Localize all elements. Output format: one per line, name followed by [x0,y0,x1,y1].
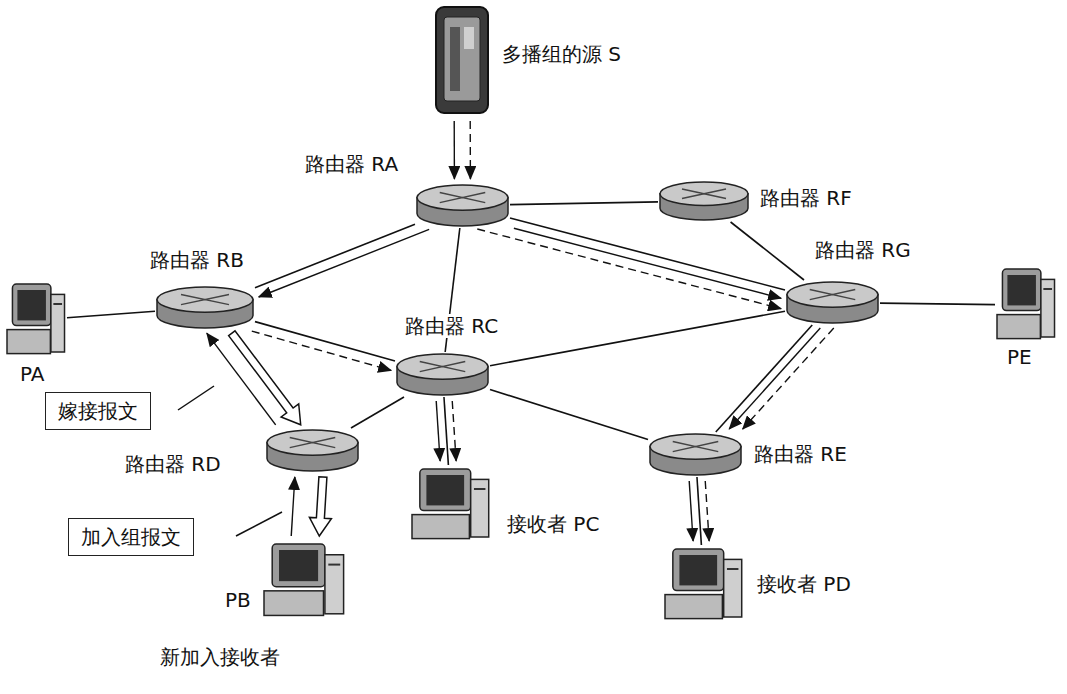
callout-box: 嫁接报文 [45,392,151,430]
router-node: 路由器 RC [395,352,490,397]
flow-arrow [207,333,276,425]
flow-arrow [729,328,820,429]
flow-arrow [514,228,781,298]
server-node: 多播组的源 S [432,5,492,117]
link-line [731,222,804,280]
pc-icon [5,280,67,360]
router-node: 路由器 RB [155,285,255,330]
link-line [444,397,448,465]
router-node: 路由器 RF [658,180,750,222]
router-node: 路由器 RA [415,183,510,228]
leader-line [178,386,214,410]
pc-node: PB新加入接收者 [262,540,347,622]
node-label: 新加入接收者 [158,645,282,669]
link-line [510,202,658,205]
callout-text: 嫁接报文 [58,399,138,423]
flow-arrow [252,331,391,370]
router-node: 路由器 RD [265,428,360,473]
flow-arrow [436,401,440,461]
flow-arrow [470,121,471,179]
router-icon [415,183,510,228]
pc-icon [663,545,745,625]
node-label: PB [223,588,253,612]
link-line [67,311,155,318]
pc-icon [262,540,347,622]
router-icon [658,180,750,222]
node-label: 路由器 RD [123,452,223,476]
node-label: 接收者 PC [505,512,601,536]
flow-arrow [259,229,429,297]
leader-line [236,512,282,536]
router-icon [155,285,255,330]
link-line [490,311,785,365]
pc-node: 接收者 PD [663,545,745,625]
node-label: 接收者 PD [755,572,853,596]
node-label: 路由器 RA [303,152,400,176]
router-node: 路由器 RE [648,432,743,477]
flow-arrow [477,229,781,309]
flow-arrow [454,121,455,179]
router-icon [265,428,360,473]
node-label: PA [18,362,46,386]
link-line [510,218,785,290]
pc-node: 接收者 PC [410,465,492,545]
link-line [880,303,995,304]
link-line [716,325,812,432]
node-label: 路由器 RG [813,238,913,262]
node-label: PE [1005,345,1034,369]
router-icon [395,352,490,397]
node-label: 路由器 RF [758,186,854,210]
flow-arrow [689,481,693,541]
router-icon [785,280,880,325]
link-line [255,322,395,361]
server-icon [432,5,492,117]
flow-arrow [291,477,295,536]
pc-icon [410,465,492,545]
flow-arrow [705,481,709,541]
link-line [255,224,415,287]
callout-box: 加入组报文 [68,518,194,556]
node-label: 路由器 RE [752,442,849,466]
link-line [697,477,701,545]
router-node: 路由器 RG [785,280,880,325]
flow-arrow [452,401,456,461]
link-line [490,390,648,440]
pc-node: PE [995,265,1057,345]
node-label: 路由器 RB [148,248,246,272]
node-label: 多播组的源 S [500,42,623,66]
pc-icon [995,265,1057,345]
flow-arrow [309,477,331,536]
router-icon [648,432,743,477]
node-label: 路由器 RC [403,314,500,338]
pc-node: PA [5,280,67,360]
callout-text: 加入组报文 [81,525,181,549]
link-line [351,397,404,428]
flow-arrow [743,328,834,429]
